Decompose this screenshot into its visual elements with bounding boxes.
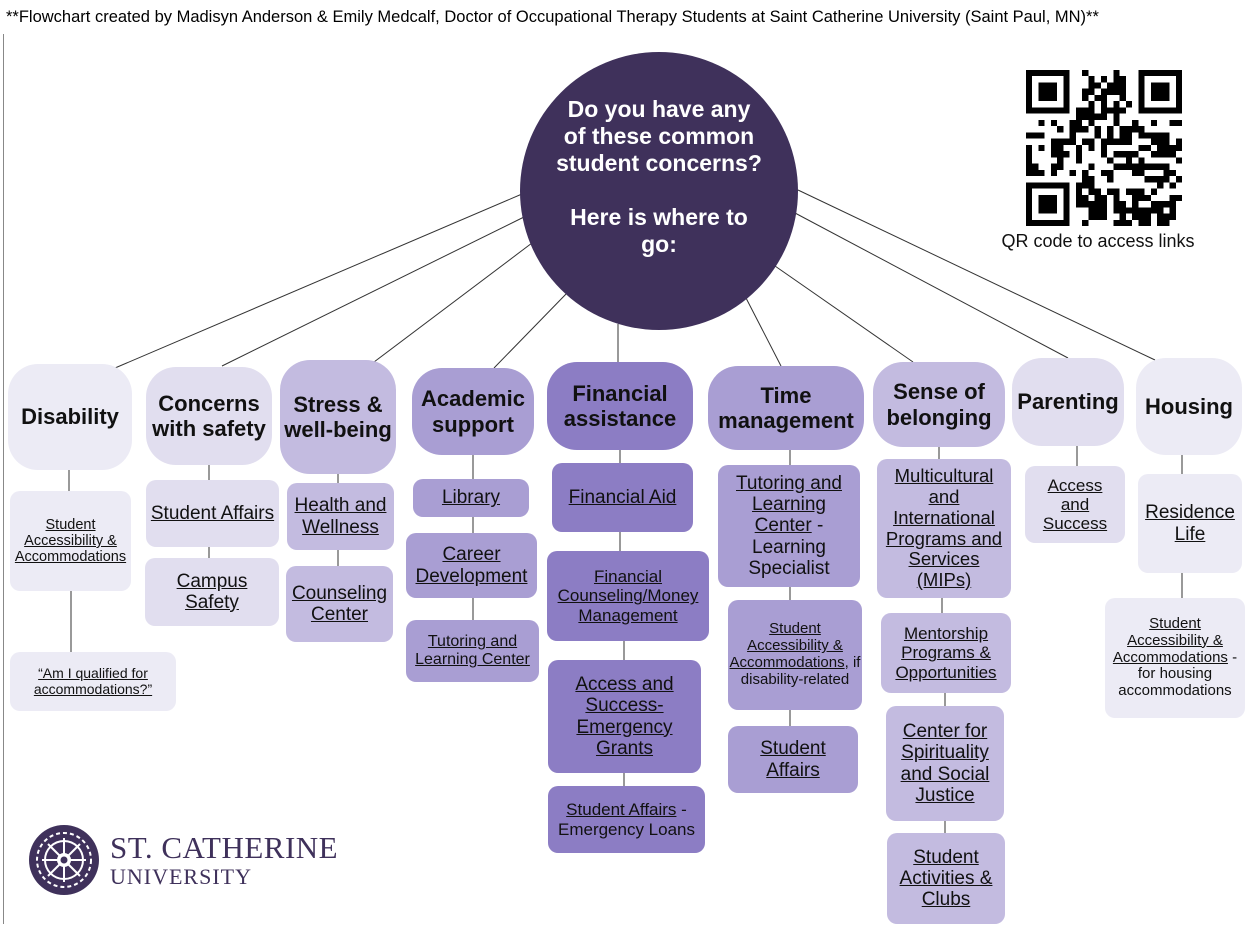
category-disability: Disability [8, 364, 132, 470]
link-text[interactable]: Residence Life [1145, 502, 1235, 545]
credit-line: **Flowchart created by Madisyn Anderson … [6, 8, 1099, 26]
link-suffix: , if disability-related [740, 654, 861, 688]
link-student-activities[interactable]: Student Activities & Clubs [887, 833, 1005, 924]
category-housing: Housing [1136, 358, 1242, 455]
category-financial: Financial assistance [547, 362, 693, 450]
link-text[interactable]: Campus Safety [176, 570, 248, 613]
link-text[interactable]: “Am I qualified for accommodations?” [33, 664, 153, 697]
central-where-to-go: Here is where to go: [570, 204, 748, 257]
link-text[interactable]: Financial Aid [568, 486, 677, 508]
link-text[interactable]: Student Affairs [566, 800, 677, 820]
link-financial-aid[interactable]: Financial Aid [552, 463, 693, 532]
link-student-affairs[interactable]: Student Affairs [146, 480, 279, 547]
link-campus-safety[interactable]: Campus Safety [145, 558, 279, 626]
link-spirituality-justice[interactable]: Center for Spirituality and Social Justi… [886, 706, 1004, 821]
link-am-i-qualified[interactable]: “Am I qualified for accommodations?” [10, 652, 176, 711]
link-text[interactable]: Tutoring and Learning Center [415, 633, 530, 668]
link-text[interactable]: Health and Wellness [294, 495, 387, 538]
link-residence-life[interactable]: Residence Life [1138, 474, 1242, 573]
link-accessibility-if-disability[interactable]: Student Accessibility & Accommodations, … [728, 600, 862, 710]
central-question-circle: Do you have any of these common student … [520, 52, 798, 330]
link-health-wellness[interactable]: Health and Wellness [287, 483, 394, 550]
link-text[interactable]: Library [441, 487, 501, 509]
category-academic: Academic support [412, 368, 534, 455]
logo-name: ST. CATHERINE [110, 830, 339, 865]
link-text[interactable]: Student Accessibility & Accommodations [1112, 615, 1228, 666]
link-text[interactable]: Access and Success [1042, 475, 1108, 534]
link-text[interactable]: Student Affairs [760, 738, 826, 781]
link-text[interactable]: Counseling Center [291, 582, 388, 625]
link-suffix: - Emergency Loans [557, 800, 696, 839]
link-access-success[interactable]: Access and Success [1025, 466, 1125, 543]
link-tutoring-learning-specialist[interactable]: Tutoring and Learning Center - Learning … [718, 465, 860, 587]
link-financial-counseling[interactable]: Financial Counseling/Money Management [547, 551, 709, 641]
university-seal-icon [29, 825, 99, 895]
link-library[interactable]: Library [413, 479, 529, 517]
link-text[interactable]: Career Development [415, 544, 528, 587]
link-suffix: - Learning Specialist [748, 515, 830, 579]
link-text[interactable]: Access and Success- Emergency Grants [575, 673, 674, 759]
link-student-accessibility[interactable]: Student Accessibility & Accommodations [10, 491, 131, 591]
link-tutoring-learning[interactable]: Tutoring and Learning Center [406, 620, 539, 682]
qr-caption: QR code to access links [1001, 231, 1195, 251]
link-text[interactable]: Tutoring and Learning Center [736, 472, 842, 537]
link-text[interactable]: Financial Counseling/Money Management [557, 567, 699, 625]
category-belonging: Sense of belonging [873, 362, 1005, 447]
link-housing-accommodations[interactable]: Student Accessibility & Accommodations -… [1105, 598, 1245, 718]
link-text[interactable]: Student Accessibility & Accommodations [14, 516, 127, 566]
link-text[interactable]: Student Activities & Clubs [899, 846, 993, 911]
frame-border [3, 34, 4, 924]
category-safety: Concerns with safety [146, 367, 272, 465]
qr-code-icon[interactable] [1026, 70, 1182, 226]
link-suffix: - for housing accommodations [1118, 648, 1238, 700]
link-emergency-grants[interactable]: Access and Success- Emergency Grants [548, 660, 701, 773]
link-text[interactable]: Mentorship Programs & Opportunities [895, 624, 997, 682]
link-text[interactable]: Student Affairs [150, 502, 275, 524]
logo-subname: UNIVERSITY [110, 864, 252, 889]
link-text[interactable]: Student Accessibility & Accommodations [729, 620, 845, 671]
category-stress: Stress & well-being [280, 360, 396, 474]
link-mips[interactable]: Multicultural and International Programs… [877, 459, 1011, 598]
link-counseling-center[interactable]: Counseling Center [286, 566, 393, 642]
central-question: Do you have any of these common student … [556, 96, 762, 176]
link-text[interactable]: Multicultural and International Programs… [885, 465, 1003, 590]
link-text[interactable]: Center for Spirituality and Social Justi… [900, 720, 990, 806]
link-emergency-loans[interactable]: Student Affairs - Emergency Loans [548, 786, 705, 853]
link-time-student-affairs[interactable]: Student Affairs [728, 726, 858, 793]
category-time: Time management [708, 366, 864, 450]
link-career-development[interactable]: Career Development [406, 533, 537, 598]
category-parenting: Parenting [1012, 358, 1124, 446]
link-mentorship[interactable]: Mentorship Programs & Opportunities [881, 613, 1011, 693]
